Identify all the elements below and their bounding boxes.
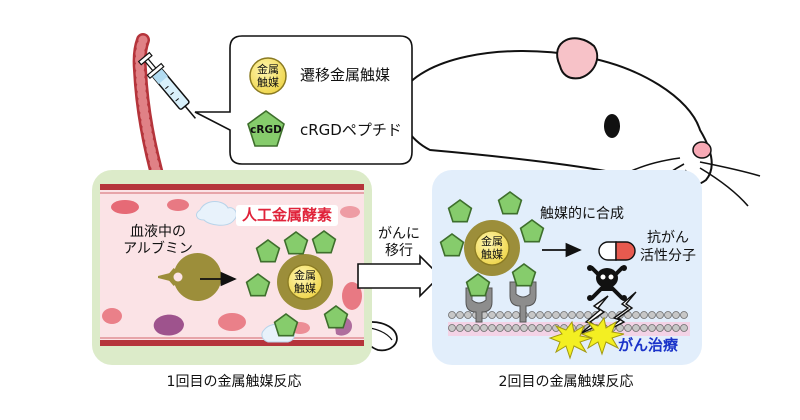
impact-burst-icon (548, 316, 625, 360)
drug-label-line1: 抗がん (647, 230, 689, 246)
transfer-arrow (357, 254, 442, 298)
legend-peptide-label: cRGDペプチド (300, 121, 402, 139)
left-catalyst-badge-line1: 金属 (294, 269, 316, 282)
synthesis-label: 触媒的に合成 (540, 206, 624, 222)
artificial-metalloenzyme (245, 230, 349, 337)
legend-catalyst-icon (249, 57, 287, 95)
mouse-ear (556, 37, 599, 80)
targeted-metalloenzyme (439, 191, 545, 297)
syringe-icon (137, 51, 197, 119)
legend-catalyst-badge-line1: 金属 (257, 63, 279, 76)
mouse-nose (692, 141, 712, 159)
enzyme-title: 人工金属酵素 (236, 205, 339, 226)
mouse-eye (604, 114, 620, 138)
transfer-label-line1: がんに (378, 226, 420, 242)
left-catalyst-badge-line2: 触媒 (294, 281, 316, 295)
albumin-label-line2: アルブミン (123, 240, 193, 257)
legend-peptide-badge: cRGD (250, 124, 282, 136)
left-panel-caption: 1回目の金属触媒反応 (166, 374, 302, 390)
legend-catalyst-badge-line2: 触媒 (257, 75, 279, 89)
integrin-receptor (465, 281, 537, 323)
treatment-label: がん治療 (618, 336, 679, 354)
albumin-shape (158, 252, 222, 302)
right-catalyst-badge-line2: 触媒 (481, 247, 503, 261)
skull-crossbones-icon (587, 265, 627, 301)
albumin-label-line1: 血液中の (130, 224, 186, 240)
right-catalyst-badge-line1: 金属 (481, 235, 503, 248)
legend-peptide-icon (247, 110, 285, 147)
right-panel-caption: 2回目の金属触媒反応 (498, 374, 634, 390)
legend-catalyst-label: 遷移金属触媒 (300, 66, 391, 84)
transfer-label-line2: 移行 (385, 242, 413, 259)
legend-callout (194, 35, 413, 165)
drug-capsule-icon (598, 241, 636, 261)
drug-label-line2: 活性分子 (640, 247, 696, 264)
